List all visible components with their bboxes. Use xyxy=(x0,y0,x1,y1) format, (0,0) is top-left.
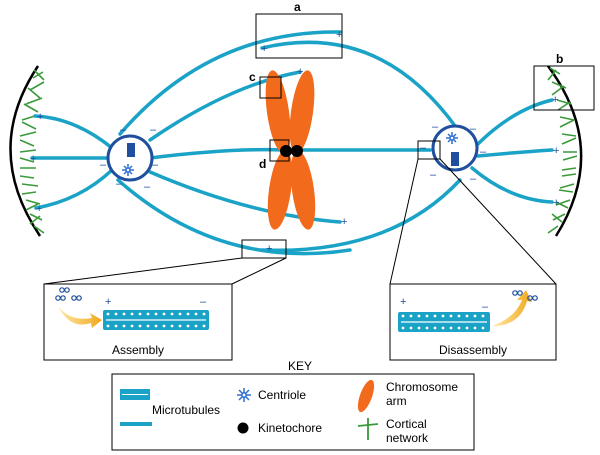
disassembly-inset: + – Disassembly xyxy=(389,283,557,361)
plus-sign: + xyxy=(553,145,559,157)
microtubule-arc-top-right xyxy=(260,40,460,132)
chromosome xyxy=(265,70,316,230)
plus-sign: + xyxy=(553,197,559,209)
microtubule-astral-left-bottom xyxy=(34,168,114,210)
assembly-target-box xyxy=(241,239,287,259)
minus-sign: – xyxy=(200,296,207,308)
plus-sign: + xyxy=(341,216,347,228)
minus-sign: – xyxy=(470,173,477,185)
plus-sign: + xyxy=(400,296,406,308)
minus-sign: – xyxy=(430,169,437,181)
tubulin-dimers-icon xyxy=(512,290,538,301)
minus-sign: – xyxy=(482,301,489,313)
minus-sign: – xyxy=(100,159,107,171)
cortical-network-icon xyxy=(357,418,379,440)
microtubule-arc-bottom-left xyxy=(116,178,352,256)
minus-sign: – xyxy=(420,142,427,154)
microtubule-to-lower-arm xyxy=(148,170,342,224)
microtubule-arc-bottom-right xyxy=(260,178,462,253)
callout-a-label: a xyxy=(294,0,301,14)
plus-sign: + xyxy=(30,153,36,165)
disassembly-arrow-icon xyxy=(492,290,532,326)
centrosome-left xyxy=(106,134,154,182)
polarity-signs: + + + – – – – – – + + + + + – – – – – – … xyxy=(30,29,559,255)
callout-c-label: c xyxy=(249,70,256,84)
microtubule-astral-right-mid xyxy=(476,148,554,158)
chromosome-arm-bottom-left xyxy=(267,150,293,230)
plus-sign: + xyxy=(552,94,558,106)
centriole-icon xyxy=(446,132,458,144)
chromosome-arm-top-left xyxy=(265,70,291,154)
assembly-arrow-icon xyxy=(58,306,102,328)
cortical-network-right xyxy=(546,65,583,237)
microtubule-to-c xyxy=(148,70,302,142)
centrosome-right xyxy=(431,124,479,172)
tubulin-dimers-icon xyxy=(55,287,82,301)
key-legend: Microtubules Centriole Kinetochore Chrom… xyxy=(111,373,475,451)
plus-sign: + xyxy=(37,111,43,123)
callout-d-label: d xyxy=(259,157,266,171)
minus-sign: – xyxy=(432,121,439,133)
plus-sign: + xyxy=(36,203,42,215)
key-chromosome-arm-label-2: arm xyxy=(386,394,407,408)
key-kinetochore-label: Kinetochore xyxy=(258,421,322,435)
callout-d: d xyxy=(259,139,290,171)
chromosome-arm-top-right xyxy=(289,70,315,154)
minus-sign: – xyxy=(144,181,151,193)
centriole-icon xyxy=(122,164,134,176)
assembly-label: Assembly xyxy=(112,343,164,357)
plus-sign: + xyxy=(105,296,111,308)
minus-sign: – xyxy=(120,124,127,136)
microtubule-astral-left-top xyxy=(33,114,114,150)
key-chromosome-arm-label-1: Chromosome xyxy=(386,380,458,394)
callout-a: a xyxy=(255,0,343,59)
key-cortical-label-2: network xyxy=(386,431,429,445)
callout-b-label: b xyxy=(556,52,563,66)
disassembly-target-box xyxy=(417,140,441,160)
key-microtubules-label: Microtubules xyxy=(152,403,220,417)
inset-connectors xyxy=(43,158,557,285)
centriole-icon xyxy=(237,388,251,402)
key-centriole-label: Centriole xyxy=(258,388,306,402)
microtubule-arc-top-left xyxy=(118,30,342,136)
plus-sign: + xyxy=(266,243,272,255)
microtubule-astral-right-top xyxy=(470,98,554,152)
callout-c: c xyxy=(249,70,282,99)
minus-sign: – xyxy=(470,123,477,135)
plus-sign: + xyxy=(297,66,303,78)
kinetochore-right xyxy=(291,145,303,157)
kinetochore-icon xyxy=(237,422,249,434)
microtubule-to-kinetochore xyxy=(148,147,286,160)
callout-b: b xyxy=(533,52,595,111)
key-title: KEY xyxy=(288,359,312,373)
plus-sign: + xyxy=(261,43,267,55)
minus-sign: – xyxy=(152,159,159,171)
disassembly-label: Disassembly xyxy=(439,343,507,357)
chromosome-arm-icon xyxy=(357,379,375,413)
key-cortical-label-1: Cortical xyxy=(386,417,427,431)
kinetochore-left xyxy=(280,145,292,157)
assembly-inset: + – Assembly xyxy=(43,283,233,361)
minus-sign: – xyxy=(150,124,157,136)
microtubules xyxy=(30,30,554,256)
minus-sign: – xyxy=(116,178,123,190)
chromosome-arm-bottom-right xyxy=(290,150,316,230)
cortical-network-left xyxy=(9,65,45,237)
minus-sign: – xyxy=(480,146,487,158)
microtubule-astral-right-bottom xyxy=(470,166,554,204)
plus-sign: + xyxy=(336,29,342,41)
